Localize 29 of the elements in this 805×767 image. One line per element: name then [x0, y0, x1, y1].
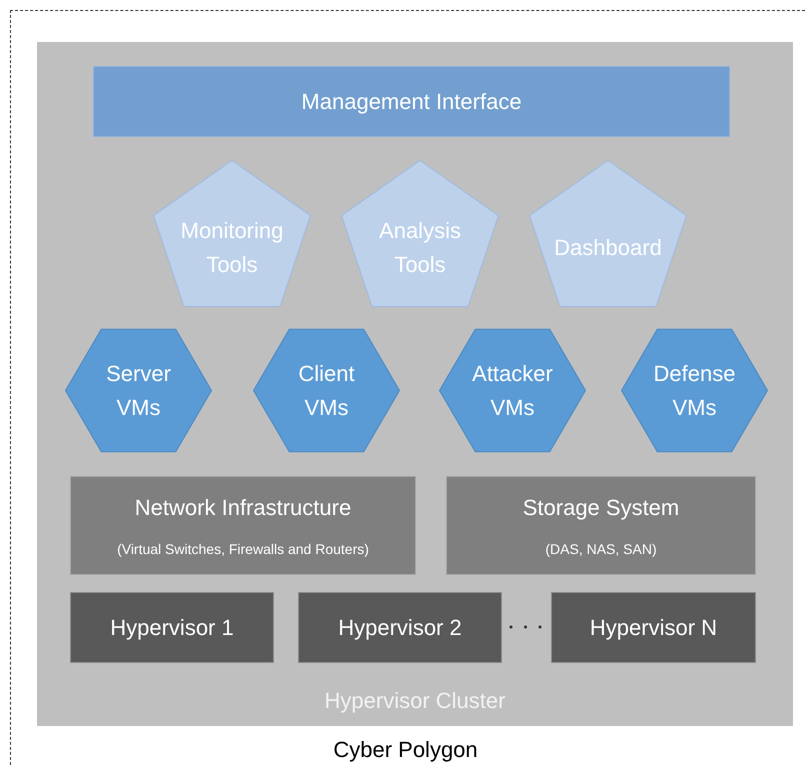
hexagon-shape [620, 328, 769, 453]
hypervisor-box [70, 592, 274, 663]
pentagon-shape [340, 159, 500, 308]
pentagon-shape [528, 159, 688, 308]
node-label: Analysis Tools [378, 216, 462, 278]
node-label: Network Infrastructure [134, 494, 352, 522]
node-label: Storage System [522, 494, 680, 522]
storage-box [446, 476, 756, 575]
node-subtitle: (DAS, NAS, SAN) [545, 540, 657, 559]
network-box [70, 476, 416, 575]
node-label: Hypervisor 1 [110, 614, 234, 642]
node-label: Client VMs [297, 360, 356, 422]
node-subtitle: (Virtual Switches, Firewalls and Routers) [117, 540, 369, 559]
node-label: Hypervisor N [590, 614, 718, 642]
hexagon-shape [64, 328, 213, 453]
node-label: Hypervisor 2 [338, 614, 462, 642]
hypervisor-box [551, 592, 756, 663]
hypervisor-box [298, 592, 502, 663]
node-label: Defense VMs [652, 360, 736, 422]
hexagon-shape [438, 328, 587, 453]
node-label: Dashboard [554, 234, 662, 262]
frame-label: Cyber Polygon [332, 736, 479, 764]
interface-bar [93, 66, 730, 137]
node-label: Management Interface [301, 88, 522, 116]
hexagon-shape [252, 328, 401, 453]
node-label: Server VMs [105, 360, 172, 422]
node-label: Monitoring Tools [180, 216, 284, 278]
pentagon-shape [152, 159, 312, 308]
node-label: Attacker VMs [471, 360, 554, 422]
